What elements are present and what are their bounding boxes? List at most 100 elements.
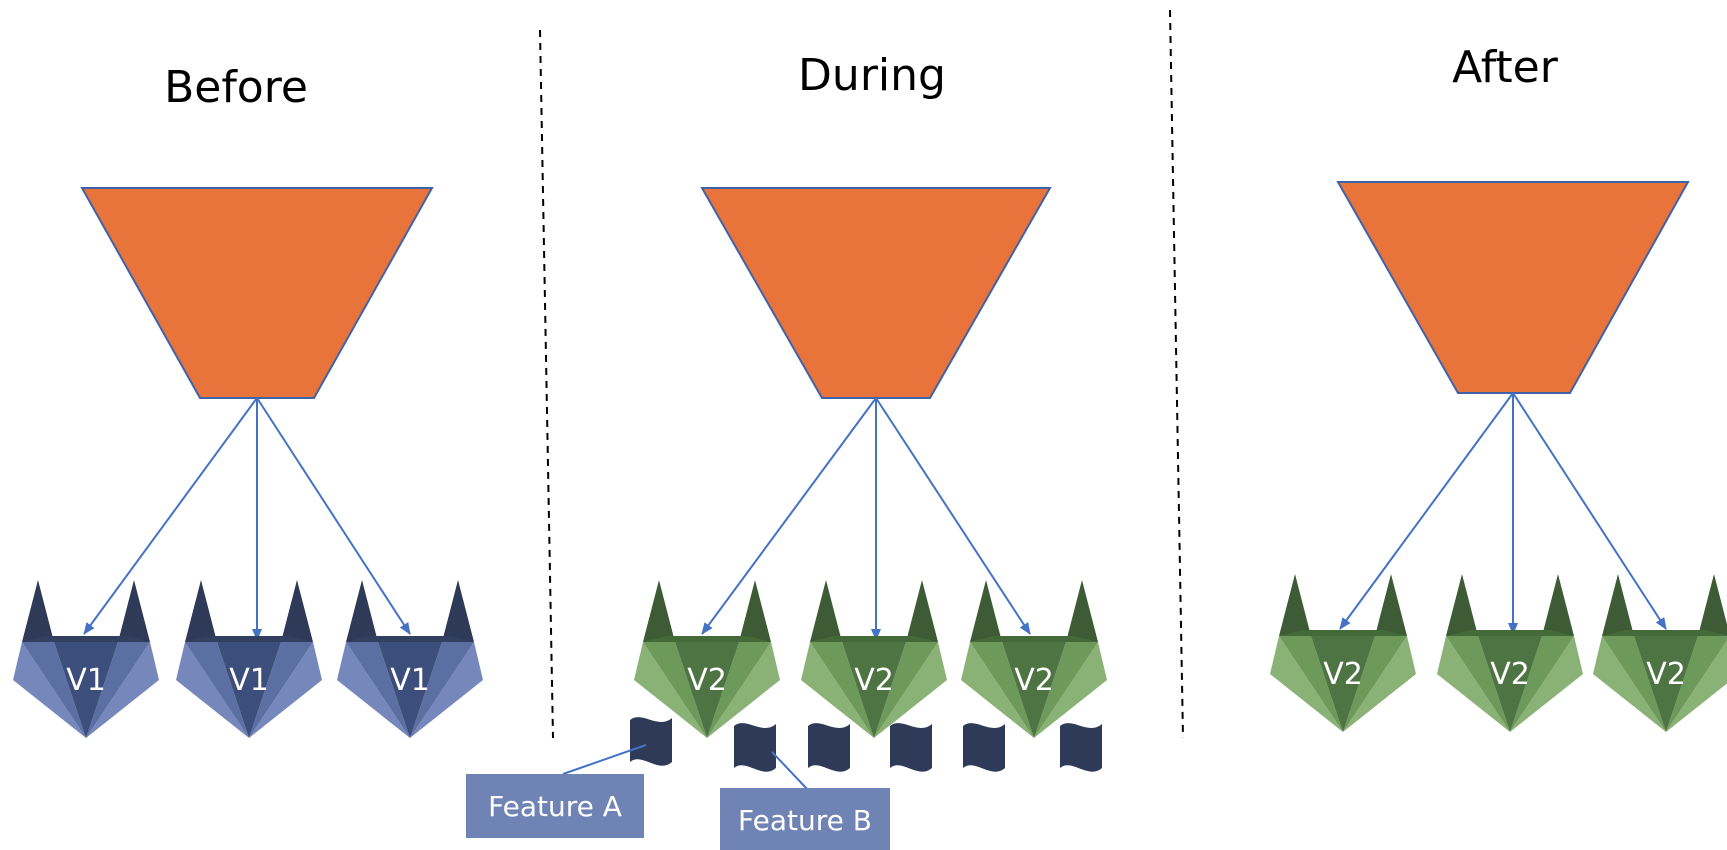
funnel-icon (80, 187, 434, 399)
right-inner (86, 642, 150, 738)
feature-a-box (466, 774, 644, 838)
snout (1634, 636, 1698, 732)
flag-icon (890, 723, 932, 772)
right-ear (906, 580, 938, 642)
left-inner (22, 642, 86, 738)
routing-arrow (701, 397, 877, 635)
left-inner (643, 642, 707, 738)
funnel-icon (700, 187, 1052, 399)
feature-flags (630, 717, 1102, 772)
forehead (1602, 630, 1727, 636)
feature-a-label: Feature A (466, 774, 644, 838)
forehead (970, 636, 1098, 642)
left-ear (185, 580, 217, 642)
fox-logo-icon: V2 (1437, 574, 1583, 732)
right-ear (118, 580, 150, 642)
left-cheek (634, 642, 707, 738)
fox-logo-icon: V2 (1270, 574, 1416, 732)
right-inner (1510, 636, 1574, 732)
feature-b-label: Feature B (720, 788, 890, 850)
right-cheek (249, 642, 322, 738)
version-label: V2 (1490, 657, 1530, 692)
left-inner (346, 642, 410, 738)
right-cheek (707, 642, 780, 738)
forehead (22, 636, 150, 642)
flag-icon (630, 717, 672, 766)
right-inner (1666, 636, 1727, 732)
forehead (1446, 630, 1574, 636)
version-label: V1 (66, 663, 106, 698)
left-ear (810, 580, 842, 642)
forehead (810, 636, 938, 642)
right-cheek (410, 642, 483, 738)
left-cheek (176, 642, 249, 738)
fox-logo-icon: V1 (176, 580, 322, 738)
snout (378, 642, 442, 738)
snout (842, 642, 906, 738)
snout (54, 642, 118, 738)
right-ear (281, 580, 313, 642)
version-label: V2 (1646, 657, 1686, 692)
routing-arrow (1339, 392, 1514, 630)
flag-icon (1060, 723, 1102, 772)
right-ear (1698, 574, 1727, 636)
divider-right (1169, 9, 1184, 739)
flag-icon (963, 723, 1005, 772)
routing-arrow (1512, 392, 1667, 630)
feature-a-connector (562, 744, 647, 775)
right-ear (1542, 574, 1574, 636)
panel-title-before: Before (164, 62, 308, 113)
left-cheek (1270, 636, 1343, 732)
left-cheek (1437, 636, 1510, 732)
fox-logo-icon: V2 (801, 580, 947, 738)
flag-icon (808, 723, 850, 772)
right-inner (874, 642, 938, 738)
forehead (643, 636, 771, 642)
right-inner (1034, 642, 1098, 738)
left-inner (810, 642, 874, 738)
right-cheek (1343, 636, 1416, 732)
left-ear (1279, 574, 1311, 636)
forehead (346, 636, 474, 642)
snout (1311, 636, 1375, 732)
right-cheek (1510, 636, 1583, 732)
left-ear (1602, 574, 1634, 636)
feature-a-text: Feature A (488, 790, 622, 823)
fox-logo-icon: V2 (634, 580, 780, 738)
left-cheek (961, 642, 1034, 738)
left-cheek (801, 642, 874, 738)
divider-left (539, 29, 554, 739)
fox-logo-icon: V1 (13, 580, 159, 738)
fox-logo-icon: V1 (337, 580, 483, 738)
funnel-icon (1336, 181, 1690, 394)
right-ear (1375, 574, 1407, 636)
version-label: V2 (854, 663, 894, 698)
version-label: V2 (1014, 663, 1054, 698)
left-inner (1602, 636, 1666, 732)
left-ear (1446, 574, 1478, 636)
left-cheek (13, 642, 86, 738)
left-cheek (1593, 636, 1666, 732)
right-inner (1343, 636, 1407, 732)
routing-arrow (256, 397, 411, 635)
right-inner (249, 642, 313, 738)
feature-b-connector (771, 751, 809, 791)
routing-arrow (83, 397, 258, 635)
left-ear (346, 580, 378, 642)
right-inner (707, 642, 771, 738)
forehead (1279, 630, 1407, 636)
left-ear (22, 580, 54, 642)
left-ear (970, 580, 1002, 642)
snout (675, 642, 739, 738)
right-ear (739, 580, 771, 642)
version-label: V1 (390, 663, 430, 698)
left-inner (970, 642, 1034, 738)
right-cheek (1034, 642, 1107, 738)
snout (1002, 642, 1066, 738)
version-label: V2 (1323, 657, 1363, 692)
panel-title-during: During (798, 50, 946, 101)
snout (1478, 636, 1542, 732)
feature-b-text: Feature B (738, 804, 872, 837)
panel-title-after: After (1452, 42, 1559, 93)
